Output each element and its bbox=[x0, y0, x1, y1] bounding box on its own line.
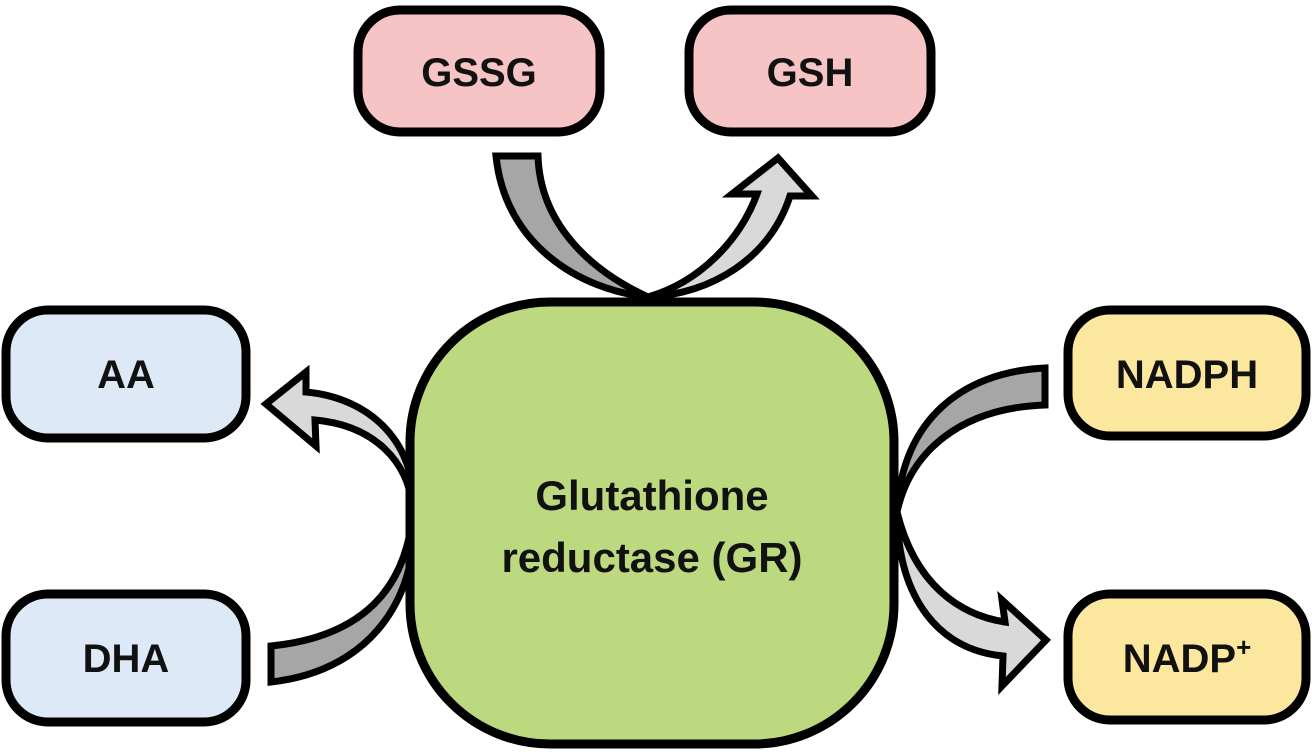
arrow-dha-to-gr bbox=[267, 511, 418, 686]
arrow-nadph-to-gr bbox=[893, 364, 1049, 513]
center-node-glutathione-reductase bbox=[405, 297, 899, 749]
gssg-node bbox=[353, 5, 605, 137]
dha-label: DHA bbox=[83, 637, 170, 681]
gsh-label: GSH bbox=[767, 51, 854, 95]
nadp-label-superscript: + bbox=[1236, 632, 1251, 662]
gsh-node bbox=[684, 5, 936, 137]
arrow-gssg-to-gr bbox=[492, 152, 650, 301]
center-label-line1: Glutathione bbox=[535, 472, 768, 519]
nadp-plus-node bbox=[1063, 589, 1311, 725]
arrow-gr-to-gsh bbox=[647, 153, 820, 301]
nadp-plus-label: NADP+ bbox=[1123, 632, 1252, 681]
aa-label: AA bbox=[97, 353, 155, 397]
aa-node bbox=[1, 305, 251, 443]
arrow-gr-to-aa bbox=[260, 364, 417, 513]
gssg-label: GSSG bbox=[421, 51, 537, 95]
nadph-node bbox=[1063, 305, 1311, 441]
nadph-label: NADPH bbox=[1116, 353, 1258, 397]
nadp-label-base: NADP bbox=[1123, 637, 1236, 681]
center-label-line2: reductase (GR) bbox=[501, 534, 802, 581]
dha-node bbox=[1, 589, 251, 727]
arrow-gr-to-nadp bbox=[893, 511, 1052, 696]
